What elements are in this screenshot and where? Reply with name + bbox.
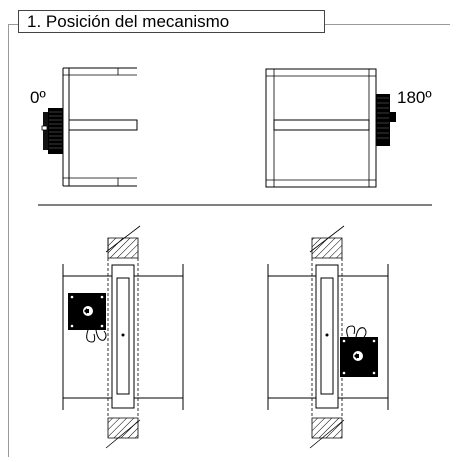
- angle-180-label: 180º: [397, 88, 432, 107]
- section-title: 1. Posición del mecanismo: [18, 10, 325, 33]
- actuator-block: [48, 108, 63, 154]
- angle-0-label: 0º: [30, 88, 46, 107]
- top-view-0-degrees: [41, 67, 138, 187]
- wall-view-left: [62, 225, 184, 449]
- wall-view-right: [267, 225, 389, 449]
- frame-top-border: [327, 24, 449, 25]
- top-view-180-degrees: [265, 68, 396, 188]
